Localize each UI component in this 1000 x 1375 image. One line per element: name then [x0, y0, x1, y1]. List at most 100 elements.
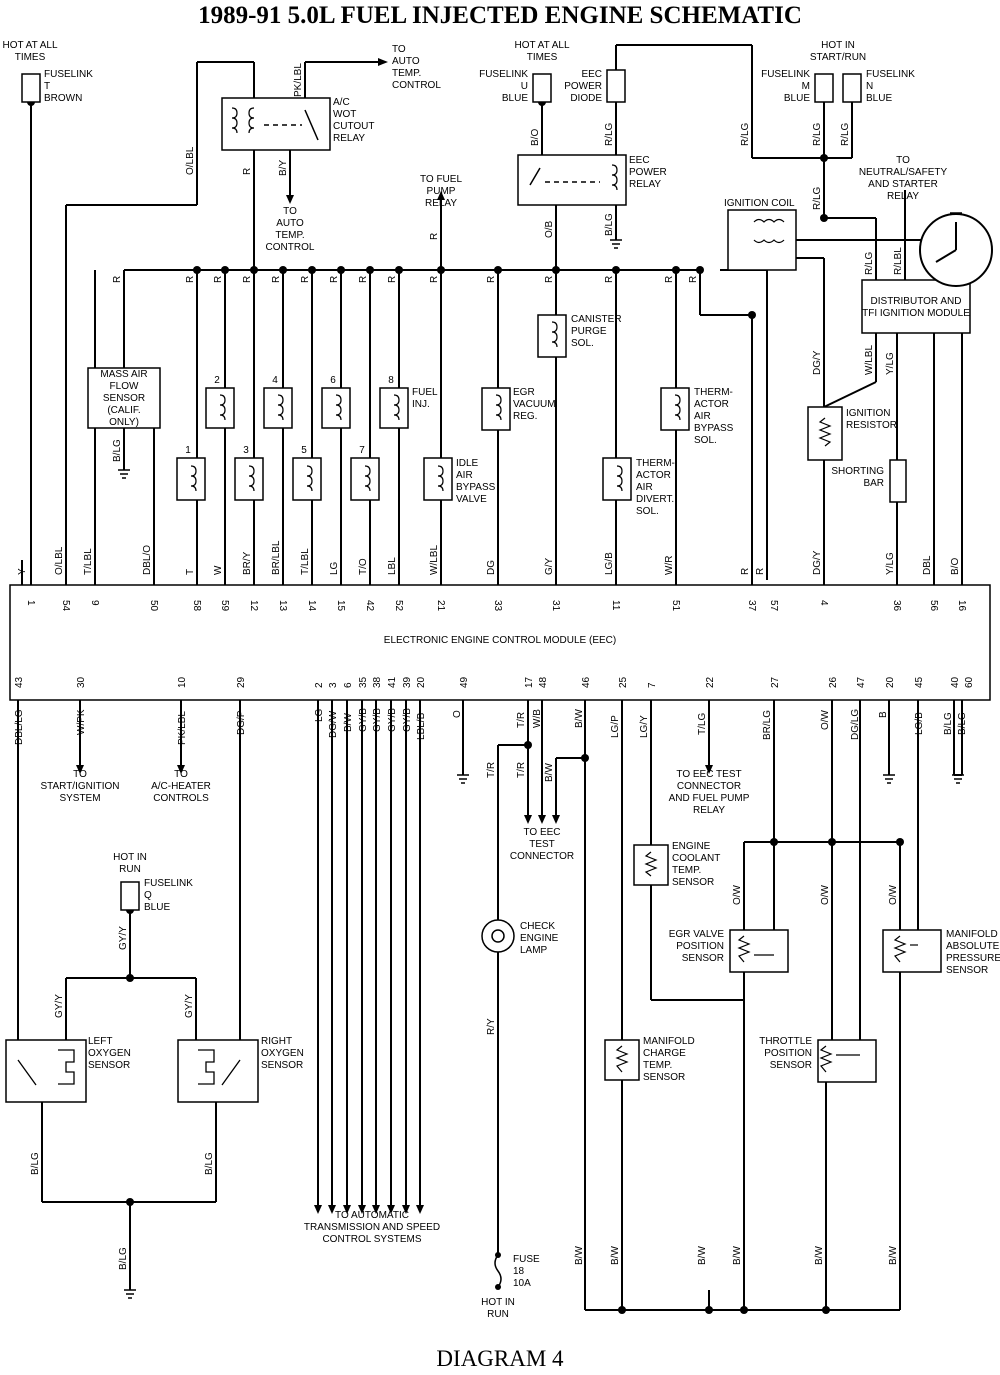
wires: [17, 44, 963, 1311]
svg-text:SOL.: SOL.: [694, 435, 717, 446]
svg-text:27: 27: [770, 676, 781, 688]
svg-text:B/W: B/W: [544, 763, 555, 782]
svg-text:13: 13: [277, 600, 288, 612]
svg-text:AIR: AIR: [456, 470, 473, 481]
svg-text:29: 29: [236, 676, 247, 688]
svg-text:BLUE: BLUE: [502, 93, 528, 104]
svg-text:AND FUEL PUMP: AND FUEL PUMP: [669, 793, 750, 804]
svg-text:CHARGE: CHARGE: [643, 1048, 686, 1059]
svg-text:57: 57: [768, 600, 779, 612]
svg-text:1: 1: [185, 445, 191, 456]
svg-text:B/LG: B/LG: [118, 1247, 129, 1270]
svg-text:TEMP.: TEMP.: [672, 865, 701, 876]
svg-text:SENSOR: SENSOR: [770, 1060, 812, 1071]
svg-text:MANIFOLD: MANIFOLD: [643, 1036, 695, 1047]
svg-text:DIODE: DIODE: [570, 93, 602, 104]
svg-text:Q: Q: [144, 890, 152, 901]
svg-text:PUMP: PUMP: [427, 186, 456, 197]
svg-text:52: 52: [393, 600, 404, 612]
svg-text:LG: LG: [314, 708, 325, 722]
svg-text:IGNITION COIL: IGNITION COIL: [724, 198, 795, 209]
page-title: 1989-91 5.0L FUEL INJECTED ENGINE SCHEMA…: [198, 2, 802, 29]
svg-text:BYPASS: BYPASS: [456, 482, 496, 493]
diagram-caption: DIAGRAM 4: [436, 1346, 564, 1371]
svg-text:DG/W: DG/W: [328, 710, 339, 738]
svg-text:B/W: B/W: [343, 713, 354, 732]
svg-text:T/LBL: T/LBL: [83, 548, 94, 575]
svg-text:G/Y: G/Y: [544, 557, 555, 575]
svg-text:W: W: [213, 565, 224, 575]
svg-text:TO EEC TEST: TO EEC TEST: [676, 769, 741, 780]
svg-text:37: 37: [746, 600, 757, 612]
svg-text:START/IGNITION: START/IGNITION: [40, 781, 119, 792]
svg-text:THROTTLE: THROTTLE: [759, 1036, 812, 1047]
svg-text:RELAY: RELAY: [693, 805, 725, 816]
svg-text:BLUE: BLUE: [144, 902, 170, 913]
svg-text:RIGHT: RIGHT: [261, 1036, 292, 1047]
svg-text:DG/Y: DG/Y: [812, 550, 823, 575]
svg-text:2: 2: [214, 375, 220, 386]
svg-text:W/R: W/R: [664, 556, 675, 575]
svg-text:RELAY: RELAY: [887, 191, 919, 202]
svg-text:DG/LG: DG/LG: [850, 709, 861, 740]
svg-text:R: R: [112, 276, 123, 283]
svg-text:T/LG: T/LG: [697, 713, 708, 735]
svg-text:T: T: [185, 569, 196, 575]
svg-text:HOT IN: HOT IN: [821, 40, 855, 51]
svg-text:GY/B: GY/B: [372, 708, 383, 732]
svg-text:DISTRIBUTOR AND: DISTRIBUTOR AND: [871, 296, 962, 307]
svg-text:SOL.: SOL.: [571, 338, 594, 349]
svg-text:Y: Y: [17, 568, 28, 575]
svg-text:OXYGEN: OXYGEN: [261, 1048, 304, 1059]
top-pin-numbers: 1 54 9 50 58 59 12 13 14 15 42 52 21 33 …: [25, 600, 967, 612]
svg-text:IDLE: IDLE: [456, 458, 479, 469]
svg-text:M: M: [802, 81, 810, 92]
svg-text:35: 35: [358, 676, 369, 688]
svg-text:SENSOR: SENSOR: [672, 877, 714, 888]
svg-text:R: R: [486, 276, 497, 283]
svg-text:VALVE: VALVE: [456, 494, 487, 505]
svg-text:R: R: [387, 276, 398, 283]
svg-text:16: 16: [956, 600, 967, 612]
svg-text:40: 40: [950, 676, 961, 688]
svg-text:W/B: W/B: [532, 709, 543, 728]
svg-text:FUSELINK: FUSELINK: [866, 69, 915, 80]
svg-text:6: 6: [343, 682, 354, 688]
svg-text:FUSELINK: FUSELINK: [761, 69, 810, 80]
svg-text:59: 59: [219, 600, 230, 612]
fuselink-t-a: FUSELINK: [44, 69, 93, 80]
svg-text:11: 11: [610, 600, 621, 611]
svg-text:51: 51: [670, 600, 681, 612]
egr-valve-position-sensor: [729, 929, 789, 973]
svg-text:TEMP.: TEMP.: [275, 230, 304, 241]
hot-all-times-1-a: HOT AT ALL: [2, 40, 57, 51]
svg-text:49: 49: [459, 676, 470, 688]
svg-text:TO: TO: [174, 769, 188, 780]
svg-text:FUSELINK: FUSELINK: [479, 69, 528, 80]
svg-text:DG: DG: [486, 560, 497, 575]
svg-text:25: 25: [618, 676, 629, 688]
svg-text:LBL/B: LBL/B: [416, 712, 427, 740]
svg-text:TRANSMISSION AND SPEED: TRANSMISSION AND SPEED: [304, 1222, 440, 1233]
svg-text:CHECK: CHECK: [520, 921, 555, 932]
svg-text:U: U: [521, 81, 528, 92]
coil-symbols: [190, 107, 918, 1073]
svg-text:START/RUN: START/RUN: [810, 52, 866, 63]
svg-text:CONNECTOR: CONNECTOR: [677, 781, 741, 792]
svg-text:O/B: O/B: [544, 220, 555, 238]
svg-text:THERM-: THERM-: [694, 387, 733, 398]
svg-text:R/LG: R/LG: [812, 122, 823, 146]
svg-text:WOT: WOT: [333, 109, 356, 120]
svg-text:GY/B: GY/B: [402, 708, 413, 732]
svg-text:9: 9: [89, 600, 100, 606]
eec-power-diode: [606, 69, 626, 103]
svg-text:10A: 10A: [513, 1278, 531, 1289]
svg-text:GY/Y: GY/Y: [54, 994, 65, 1018]
svg-text:42: 42: [364, 600, 375, 612]
svg-text:12: 12: [248, 600, 259, 612]
svg-text:FUEL: FUEL: [412, 387, 438, 398]
svg-text:R: R: [185, 276, 196, 283]
svg-text:3: 3: [243, 445, 249, 456]
svg-text:SENSOR: SENSOR: [643, 1072, 685, 1083]
svg-text:GY/B: GY/B: [358, 708, 369, 732]
